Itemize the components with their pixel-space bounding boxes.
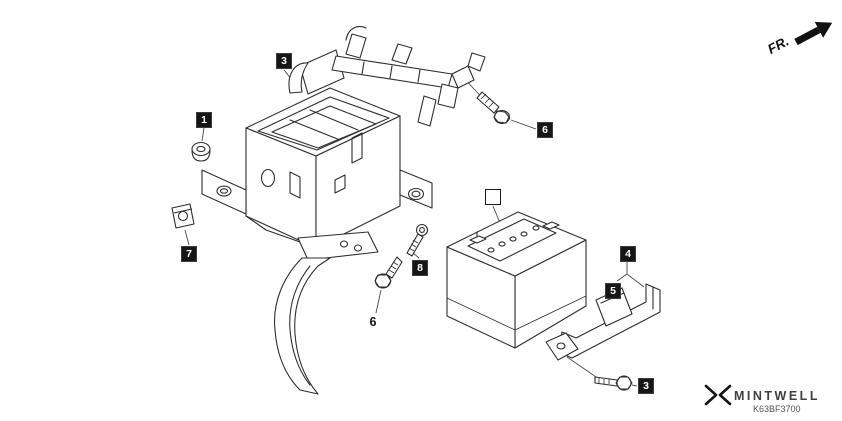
- callout-3-top: 3: [276, 53, 292, 69]
- callout-3-bottom: 3: [638, 378, 654, 394]
- flange-nut-art: [191, 141, 211, 162]
- lower-guard-art: [273, 231, 379, 395]
- clip-nut-art: [171, 203, 195, 229]
- flange-bolt-bottom-art: [594, 375, 633, 391]
- flange-bolt-lower-art: [374, 256, 403, 289]
- callout-6-upper: 6: [537, 122, 553, 138]
- diagram-code: K63BF3700: [753, 404, 801, 414]
- fr-direction-arrow: FR.: [765, 21, 833, 57]
- fr-label: FR.: [765, 33, 791, 56]
- upper-bracket-art: [288, 25, 486, 127]
- callout-1: 1: [196, 112, 212, 128]
- mintwell-logo-icon: [704, 384, 732, 406]
- callout-7: 7: [181, 246, 197, 262]
- battery-box-art: [201, 87, 433, 249]
- screw-art: [406, 223, 429, 257]
- watermark-logo: MINTWELL K63BF3700: [704, 384, 820, 414]
- callout-battery-blank: [485, 189, 501, 205]
- battery-strap-art: [545, 283, 661, 361]
- callout-5: 5: [605, 283, 621, 299]
- flange-bolt-upper-art: [476, 91, 511, 125]
- callout-8: 8: [412, 260, 428, 276]
- callout-4: 4: [620, 246, 636, 262]
- fr-arrow-icon: [794, 26, 821, 46]
- callout-6-lower: 6: [369, 315, 377, 329]
- battery-art: [446, 211, 587, 349]
- mintwell-logo-text: MINTWELL: [734, 389, 820, 403]
